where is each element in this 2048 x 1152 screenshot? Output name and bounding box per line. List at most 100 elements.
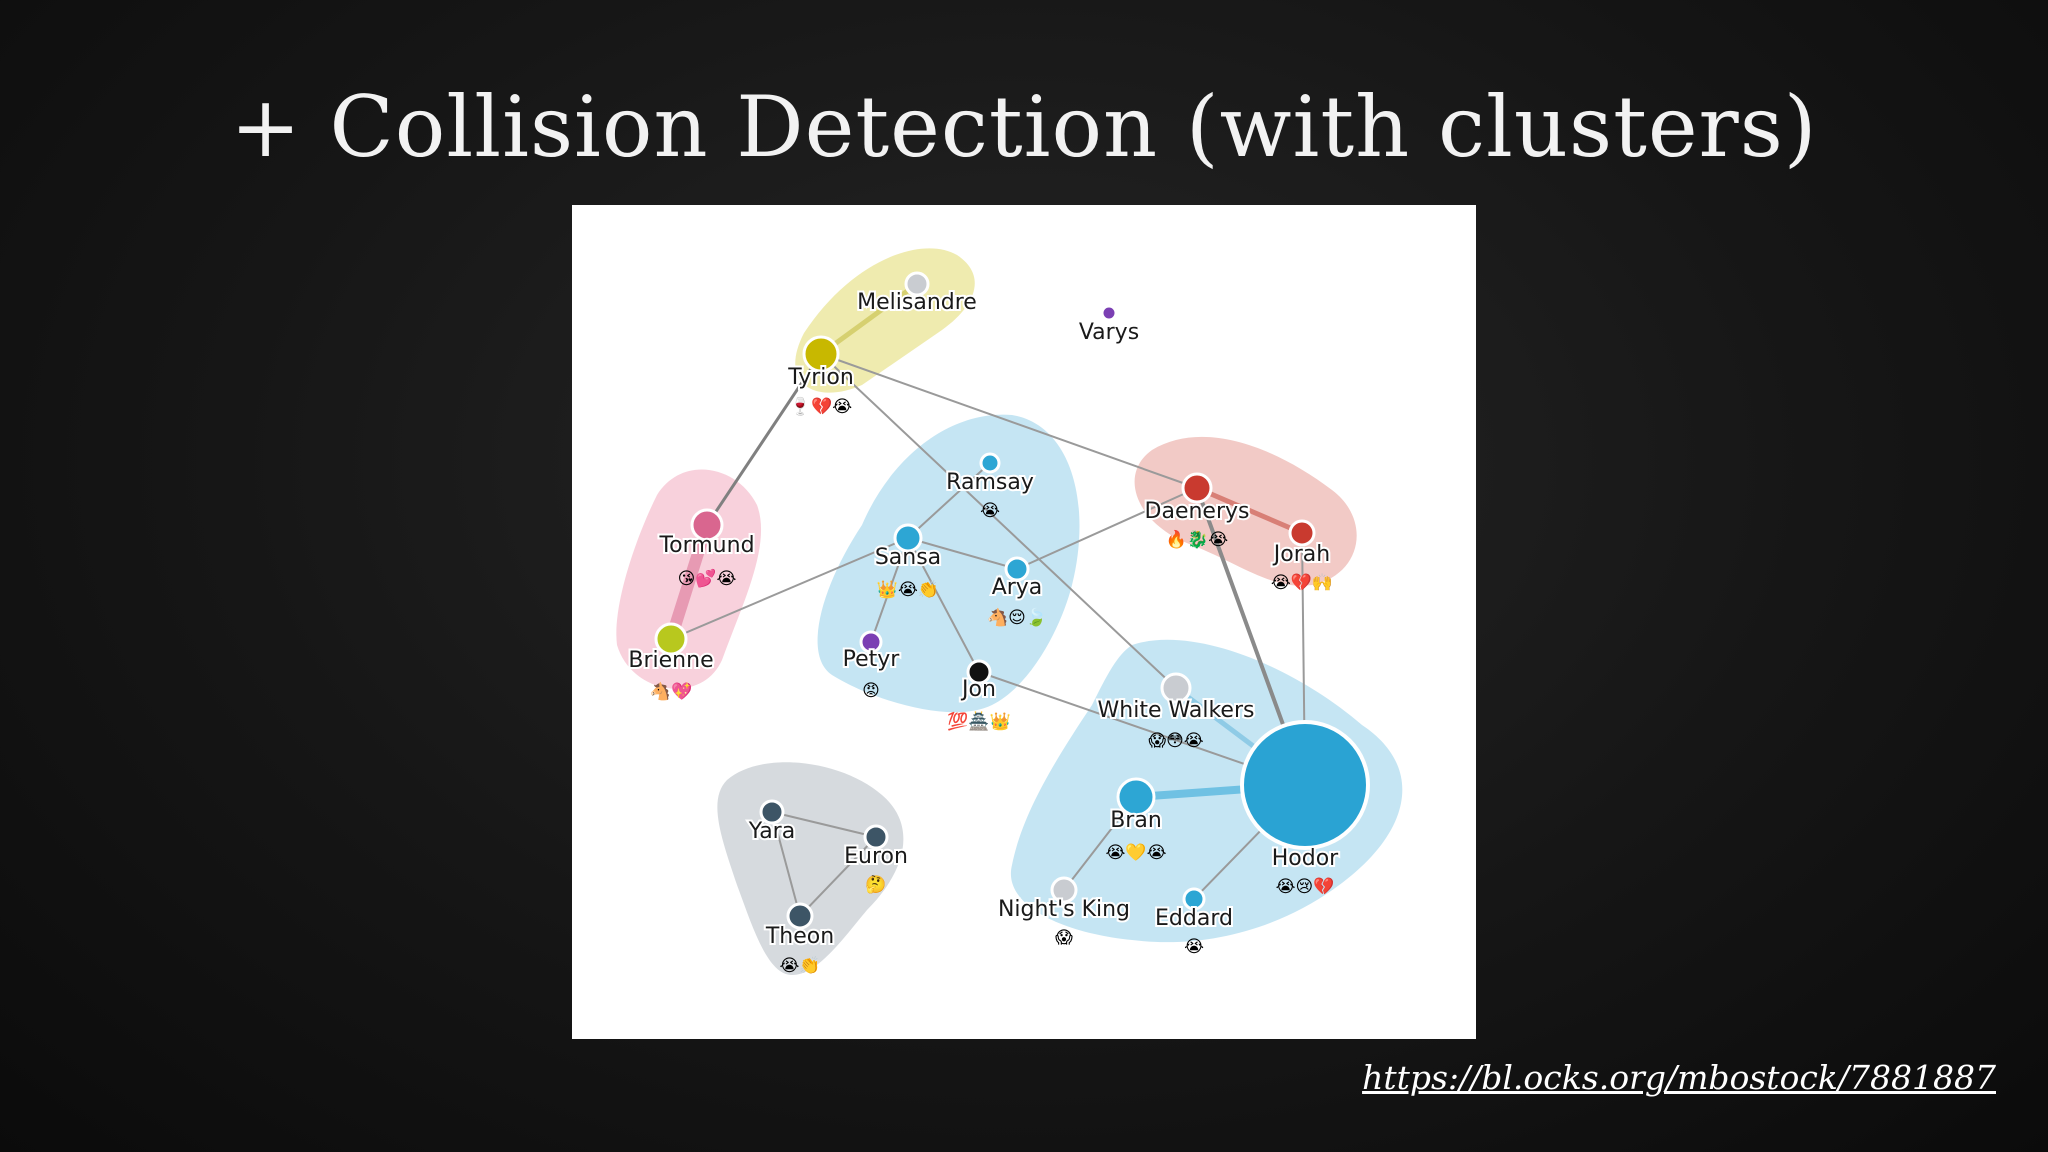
node-yara[interactable]: Yara [746,799,797,846]
node-label-jorah: Jorah [1272,542,1330,567]
node-emoji-arya: 🐴😌🍃 [987,607,1047,628]
node-hodor[interactable]: Hodor 😭😢💔 [1240,720,1370,897]
node-circle-daenerys[interactable] [1181,472,1213,504]
node-emoji-hodor: 😭😢💔 [1276,877,1336,897]
node-circle-bran[interactable] [1116,777,1156,817]
node-bran[interactable]: Bran 😭💛😭 [1106,777,1167,863]
node-circle-night-s-king[interactable] [1050,876,1078,904]
node-label-sansa: Sansa [875,545,941,570]
node-theon[interactable]: Theon 😭👏 [763,902,836,976]
node-label-bran: Bran [1110,808,1162,833]
node-label-tormund: Tormund [658,533,754,558]
link-tyrion-daenerys [820,353,1198,489]
node-jon[interactable]: Jon 💯🏯👑 [947,659,1011,732]
node-emoji-theon: 😭👏 [779,955,820,976]
node-emoji-ramsay: 😭 [980,501,1000,521]
link-daenerys-jorah [1194,485,1305,536]
link-sansa-jon [907,537,980,673]
node-daenerys[interactable]: Daenerys 🔥🐉😭 [1143,472,1251,550]
node-label-petyr: Petyr [843,647,901,672]
node-emoji-sansa: 👑😭👏 [877,579,939,600]
node-label-hodor: Hodor [1272,846,1339,871]
node-label-euron: Euron [844,844,908,869]
node-label-eddard: Eddard [1155,906,1233,931]
slide-title: + Collision Detection (with clusters) [230,78,1818,176]
node-circle-brienne[interactable] [654,622,688,656]
node-white-walkers[interactable]: White Walkers 😱😳😭 [1096,672,1256,751]
link-sansa-petyr [870,537,909,643]
link-yara-theon [771,811,801,917]
node-circle-jon[interactable] [966,659,992,685]
node-circle-sansa[interactable] [893,523,923,553]
node-circle-theon[interactable] [786,902,814,930]
node-eddard[interactable]: Eddard 😭 [1153,887,1235,957]
node-ramsay[interactable]: Ramsay 😭 [944,452,1036,521]
link-bran-night-s-king [1063,796,1137,891]
link-brienne-sansa [670,537,909,640]
node-euron[interactable]: Euron 🤔 [842,824,910,895]
link-yara-euron [771,811,877,838]
node-arya[interactable]: Arya 🐴😌🍃 [987,556,1047,628]
link-sansa-arya [907,537,1018,570]
node-label-varys: Varys [1079,320,1139,345]
node-tormund[interactable]: Tormund 😘💕😭 [656,508,757,589]
link-tyrion-tormund [705,352,823,527]
node-jorah[interactable]: Jorah 😭💔🙌 [1270,519,1333,593]
node-circle-eddard[interactable] [1182,887,1206,911]
node-emoji-white-walkers: 😱😳😭 [1148,731,1203,751]
node-label-daenerys: Daenerys [1145,499,1250,524]
node-circle-hodor[interactable] [1240,720,1370,850]
cluster-hull-blue-north [817,414,1080,713]
node-circle-melisandre[interactable] [904,271,930,297]
source-link[interactable]: https://bl.ocks.org/mbostock/7881887 [1362,1058,1996,1097]
node-circle-jorah[interactable] [1288,519,1316,547]
node-circle-tormund[interactable] [690,508,724,542]
node-varys[interactable]: Varys [1077,304,1141,347]
node-label-jon: Jon [960,677,996,702]
node-circle-yara[interactable] [759,799,785,825]
node-label-theon: Theon [765,924,834,949]
link-tyrion-melisandre [818,281,920,357]
node-emoji-eddard: 😭 [1184,937,1204,957]
node-tyrion[interactable]: Tyrion 🍷💔😭 [785,335,856,417]
node-label-brienne: Brienne [628,648,713,673]
node-label-ramsay: Ramsay [946,470,1034,495]
node-night-s-king[interactable]: Night's King 😱 [996,876,1132,948]
node-label-tyrion: Tyrion [787,365,854,390]
node-emoji-jorah: 😭💔🙌 [1271,573,1333,593]
node-circle-varys[interactable] [1100,304,1118,322]
node-melisandre[interactable]: Melisandre [855,271,979,317]
node-circle-ramsay[interactable] [979,452,1001,474]
node-circle-white-walkers[interactable] [1160,672,1192,704]
node-emoji-tormund: 😘💕😭 [678,568,737,589]
node-circle-arya[interactable] [1004,556,1030,582]
node-emoji-petyr: 😡 [862,681,880,701]
link-arya-daenerys [1016,487,1198,570]
node-emoji-euron: 🤔 [865,875,886,895]
link-sansa-ramsay [907,462,991,539]
node-emoji-bran: 😭💛😭 [1106,843,1167,863]
node-emoji-daenerys: 🔥🐉😭 [1166,529,1228,550]
node-emoji-jon: 💯🏯👑 [947,711,1011,732]
link-tormund-brienne [665,519,713,645]
node-label-melisandre: Melisandre [857,290,977,315]
node-circle-petyr[interactable] [859,630,883,654]
node-label-yara: Yara [748,819,795,844]
node-emoji-night-s-king: 😱 [1055,928,1073,948]
link-tyrion-white-walkers [820,353,1177,689]
node-sansa[interactable]: Sansa 👑😭👏 [873,523,943,600]
node-brienne[interactable]: Brienne 🐴💖 [626,622,716,702]
node-label-arya: Arya [992,575,1043,600]
node-circle-tyrion[interactable] [802,335,840,373]
node-label-night-s-king: Night's King [998,897,1130,922]
node-label-white-walkers: White Walkers [1098,698,1255,723]
link-euron-theon [799,836,877,917]
node-petyr[interactable]: Petyr 😡 [841,630,902,701]
node-emoji-tyrion: 🍷💔😭 [790,396,852,417]
node-emoji-brienne: 🐴💖 [650,681,693,702]
cluster-hull-yellow [795,248,975,393]
node-circle-euron[interactable] [863,824,889,850]
